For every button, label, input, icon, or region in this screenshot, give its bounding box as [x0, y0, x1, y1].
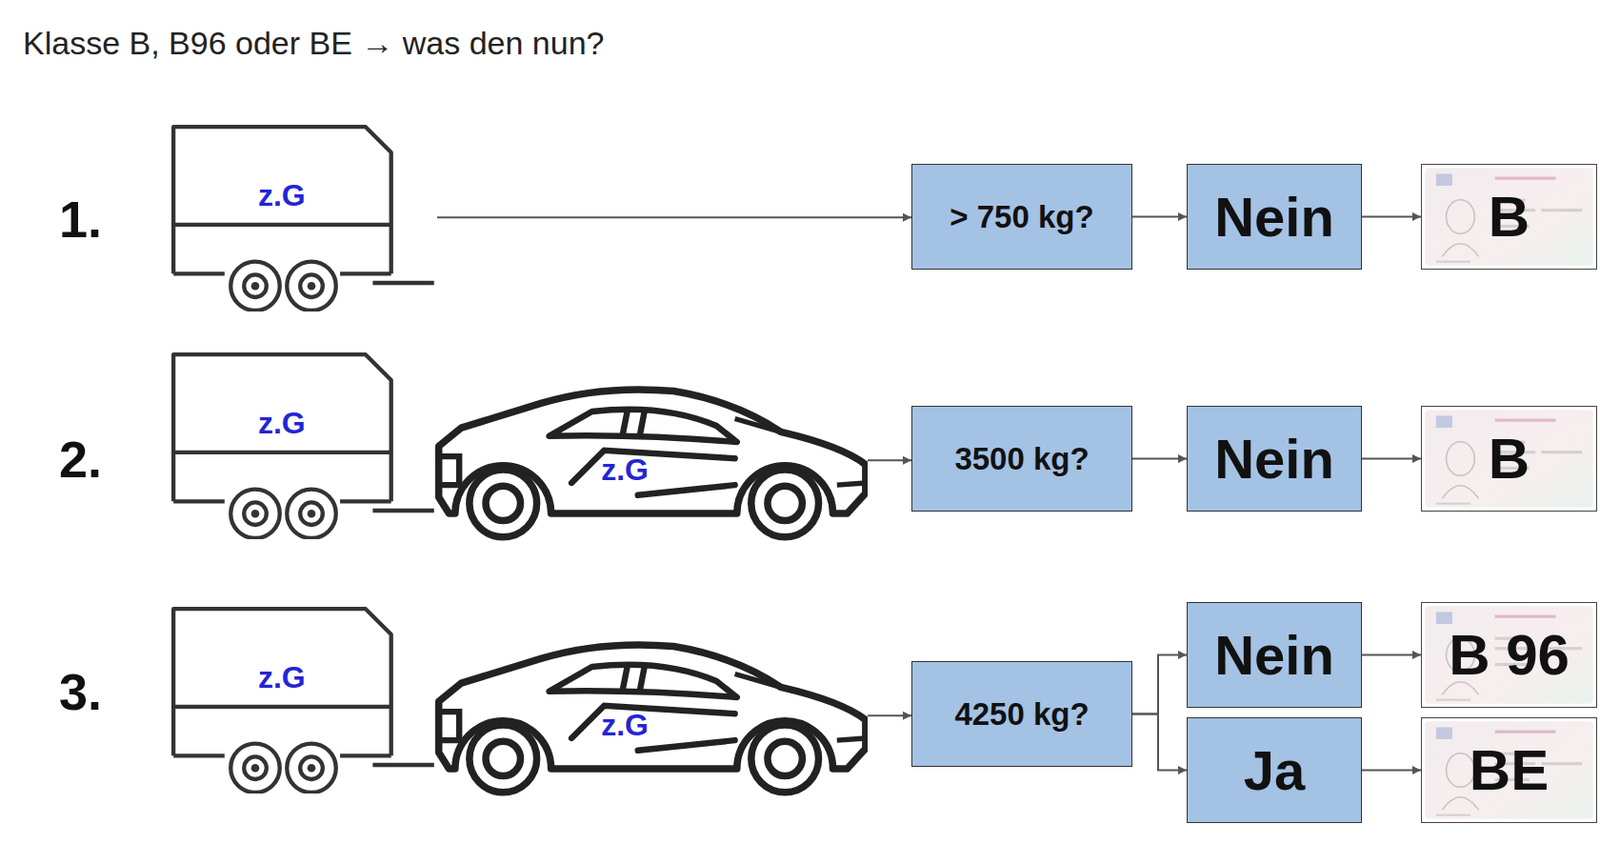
license-card: B: [1420, 163, 1598, 270]
flow-arrow: [1361, 769, 1421, 772]
license-class: B 96: [1448, 621, 1570, 688]
license-class: B: [1488, 425, 1530, 492]
box-text: 3500 kg?: [954, 440, 1089, 478]
box-text: 4250 kg?: [954, 696, 1089, 733]
box-text: Nein: [1214, 426, 1335, 491]
license-card: B 96: [1420, 601, 1598, 708]
license-card: BE: [1420, 717, 1598, 823]
box-text: Nein: [1214, 622, 1335, 687]
answer-box: Nein: [1186, 601, 1362, 708]
decision-box: 3500 kg?: [911, 405, 1133, 512]
row-number: 3.: [59, 661, 102, 721]
trailer-shape: z.G: [171, 606, 438, 794]
weight-label: z.G: [600, 452, 649, 488]
trailer-outline: [171, 606, 438, 794]
flow-arrow: [1132, 458, 1187, 460]
trailer-outline: [171, 124, 438, 312]
row-number: 1.: [59, 189, 102, 249]
weight-label: z.G: [258, 405, 306, 441]
box-text: Ja: [1243, 738, 1306, 802]
box-text: > 750 kg?: [949, 199, 1094, 236]
flow-arrow: [1361, 216, 1421, 219]
answer-box: Nein: [1186, 163, 1362, 270]
row-number: 2.: [59, 429, 102, 489]
license-card: B: [1420, 405, 1598, 512]
answer-box: Nein: [1186, 405, 1362, 512]
trailer-outline: [171, 352, 438, 540]
flow-arrow: [867, 714, 912, 717]
trailer-shape: z.G: [171, 124, 438, 312]
flow-arrow: [1361, 654, 1421, 657]
diagram-title: Klasse B, B96 oder BE → was den nun?: [22, 24, 604, 62]
flow-arrow: [1132, 216, 1187, 219]
weight-label: z.G: [600, 707, 649, 743]
car-shape: z.G: [428, 638, 868, 797]
flow-arrow: [1132, 714, 1187, 771]
flow-arrow: [437, 216, 912, 219]
decision-box: 4250 kg?: [911, 660, 1133, 767]
trailer-shape: z.G: [171, 352, 438, 540]
weight-label: z.G: [258, 660, 306, 696]
flow-arrow: [1361, 458, 1421, 460]
decision-box: > 750 kg?: [911, 163, 1133, 270]
car-shape: z.G: [428, 382, 868, 541]
license-class: BE: [1469, 737, 1549, 803]
license-class: B: [1488, 183, 1530, 250]
flow-arrow: [867, 459, 912, 461]
flow-arrow: [1132, 655, 1187, 715]
answer-box: Ja: [1186, 717, 1362, 823]
weight-label: z.G: [258, 178, 306, 214]
box-text: Nein: [1214, 184, 1335, 249]
